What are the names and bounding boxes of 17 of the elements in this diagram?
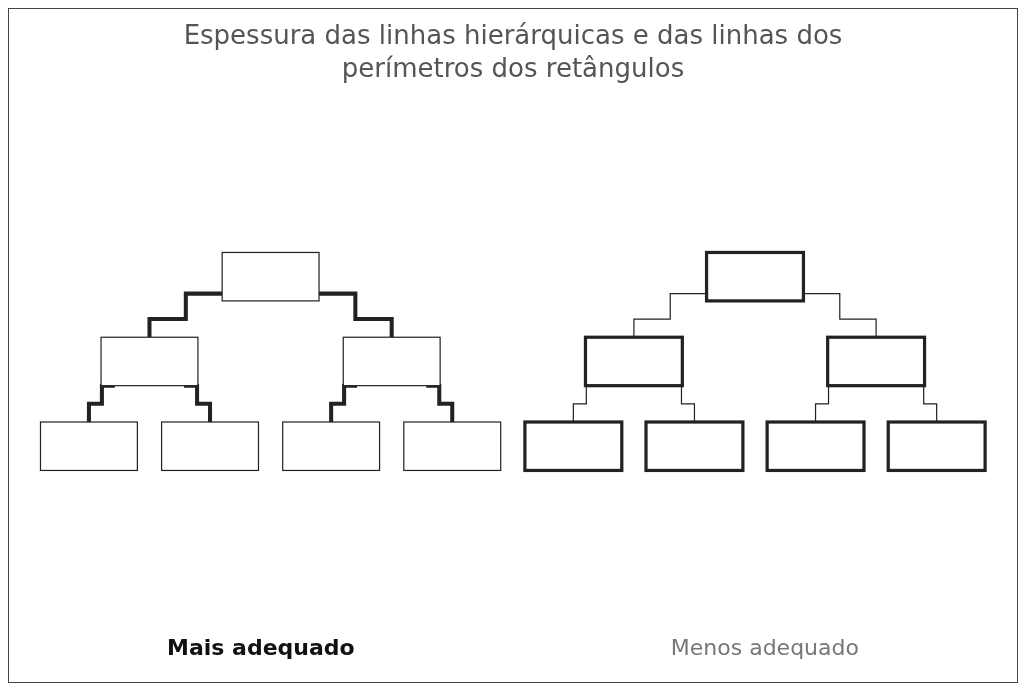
org-box [100,336,199,387]
org-box [644,420,745,473]
org-box [282,421,381,472]
chart-caption: Mais adequado [167,635,355,660]
org-box [886,420,987,473]
org-box [523,420,624,473]
org-box [40,421,139,472]
title: Espessura das linhas hierárquicas e das linhas dos perímetros dos retângulos [182,19,844,84]
org-box [161,421,260,472]
org-box [765,420,866,473]
org-box [403,421,502,472]
org-box [584,335,685,388]
org-box [342,336,441,387]
org-box [826,335,927,388]
chart-caption: Menos adequado [670,635,859,660]
org-box [705,250,806,303]
org-box [221,251,320,302]
